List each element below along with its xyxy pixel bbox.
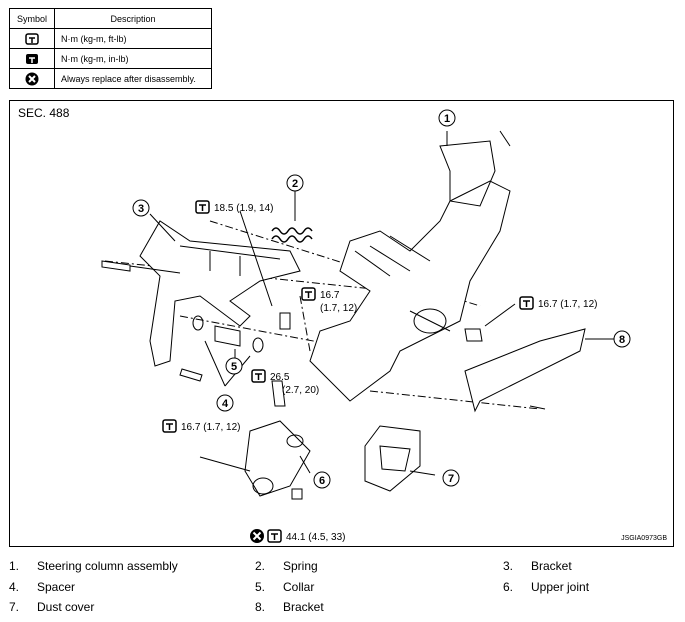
part-name: Bracket [283, 600, 324, 614]
torque-icon [195, 200, 210, 214]
collar-5-shape [214, 325, 241, 347]
legend-description: N·m (kg-m, ft-lb) [54, 28, 212, 49]
section-label: SEC. 488 [18, 106, 70, 120]
torque-value-6: 44.1 (4.5, 33) [286, 532, 345, 543]
list-item: 3. Bracket [503, 559, 572, 573]
callout-4-label: 4 [222, 398, 229, 410]
spring-2-shape [271, 235, 313, 243]
callout-5-label: 5 [231, 361, 237, 373]
torque-value-2b: (1.7, 12) [320, 303, 357, 314]
list-item: 8. Bracket [255, 600, 324, 614]
part-name: Steering column assembly [37, 559, 178, 573]
torque-icon [162, 419, 177, 433]
legend-description: Always replace after disassembly. [54, 68, 212, 89]
callout-4-marker: 4 [216, 394, 234, 412]
list-item: 7. Dust cover [9, 600, 94, 614]
list-item: 1. Steering column assembly [9, 559, 178, 573]
bolt-left-shape [101, 260, 181, 274]
callout-8-label: 8 [619, 334, 625, 346]
callout-2-label: 2 [292, 178, 298, 190]
callout-2-marker: 2 [286, 174, 304, 192]
torque-icon [519, 296, 534, 310]
callout-1-label: 1 [444, 113, 450, 125]
callout-7-marker: 7 [442, 469, 460, 487]
legend-header-symbol: Symbol [9, 8, 55, 29]
spacer-left-shape [192, 315, 204, 331]
legend-row: Always replace after disassembly. [9, 68, 212, 89]
part-number: 7. [9, 600, 20, 614]
replace-x-icon [25, 72, 39, 85]
callout-3-label: 3 [138, 203, 144, 215]
part-name: Dust cover [37, 600, 95, 614]
torque-value-5: 16.7 (1.7, 12) [181, 422, 240, 433]
part-number: 1. [9, 559, 20, 573]
part-name: Bracket [531, 559, 572, 573]
steering-column-drawing: 1 2 3 4 5 6 7 8 18.5 (1.9, 14) 16.7 (1.7… [101, 109, 631, 543]
torque-value-1: 18.5 (1.9, 14) [214, 203, 273, 214]
dust-cover-shape [364, 425, 421, 492]
symbol-legend-table: Symbol Description N·m (kg-m, ft-lb) N·m… [9, 8, 212, 89]
legend-row: N·m (kg-m, ft-lb) [9, 28, 212, 49]
torque-icon [251, 369, 266, 383]
part-number: 6. [503, 580, 514, 594]
torque-wrench-filled-icon [26, 53, 38, 64]
part-name: Spacer [37, 580, 76, 594]
list-item: 6. Upper joint [503, 580, 589, 594]
part-name: Upper joint [531, 580, 590, 594]
torque-icon [267, 529, 282, 543]
callout-6-label: 6 [319, 475, 325, 487]
part-name: Spring [283, 559, 318, 573]
legend-row: N·m (kg-m, in-lb) [9, 48, 212, 69]
torque-value-2a: 16.7 [320, 290, 340, 301]
exploded-diagram: SEC. 488 [9, 100, 674, 547]
part-name: Collar [283, 580, 315, 594]
callout-5-marker: 5 [225, 357, 243, 375]
bracket-3-shape [139, 220, 301, 367]
callout-8-marker: 8 [613, 330, 631, 348]
callout-3-marker: 3 [132, 199, 150, 217]
torque-value-4a: 26.5 [270, 372, 290, 383]
part-number: 8. [255, 600, 266, 614]
steering-column-shape [309, 180, 511, 402]
list-item: 2. Spring [255, 559, 318, 573]
legend-header-description: Description [54, 8, 212, 29]
callout-1-marker: 1 [438, 109, 456, 127]
torque-wrench-icon [25, 32, 39, 45]
callout-7-label: 7 [448, 473, 454, 485]
part-number: 2. [255, 559, 266, 573]
legend-description: N·m (kg-m, in-lb) [54, 48, 212, 69]
callout-markers: 1 2 3 4 5 6 7 8 [132, 109, 631, 489]
list-item: 4. Spacer [9, 580, 75, 594]
bracket-8-shape [464, 328, 586, 413]
part-number: 5. [255, 580, 266, 594]
list-item: 5. Collar [255, 580, 314, 594]
part-number: 3. [503, 559, 514, 573]
part-number: 4. [9, 580, 20, 594]
torque-value-4b: (2.7, 20) [282, 385, 319, 396]
torque-icon [301, 287, 316, 301]
torque-value-3: 16.7 (1.7, 12) [538, 299, 597, 310]
spacer-right-shape [252, 337, 264, 353]
image-id: JSGIA0973GB [621, 535, 667, 542]
callout-6-marker: 6 [313, 471, 331, 489]
upper-joint-shape [244, 420, 311, 497]
